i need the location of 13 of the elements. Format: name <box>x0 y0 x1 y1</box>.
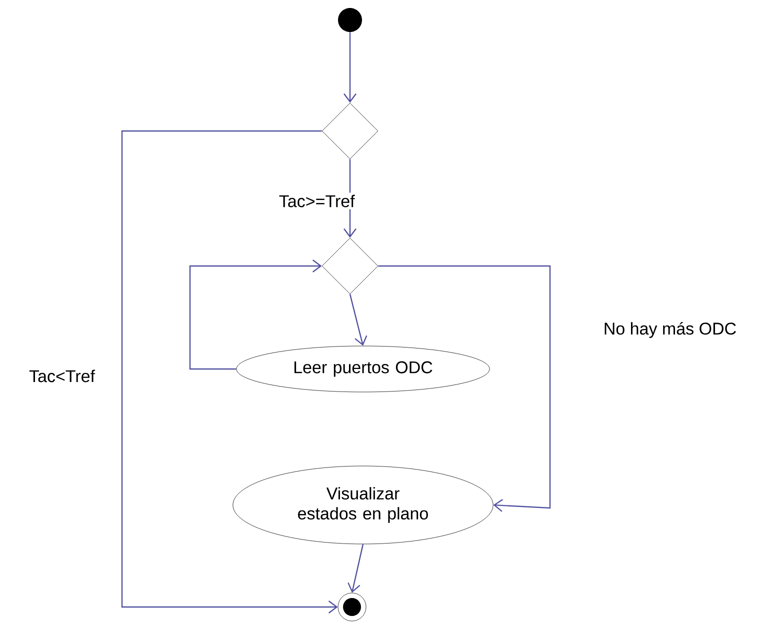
edge-label: No hay más ODC <box>601 320 739 340</box>
edge-label: Tac>=Tref <box>276 192 357 210</box>
arrow <box>344 32 356 103</box>
arrow <box>189 260 322 370</box>
decision-diamond <box>322 238 378 294</box>
arrow <box>378 265 551 512</box>
arrow <box>348 544 364 593</box>
arrow <box>121 130 338 614</box>
decision-diamond <box>322 102 378 160</box>
end-bullseye <box>338 592 366 622</box>
arrow <box>349 294 368 346</box>
edge-label: Tac<Tref <box>27 368 97 384</box>
start-dot <box>338 8 362 32</box>
